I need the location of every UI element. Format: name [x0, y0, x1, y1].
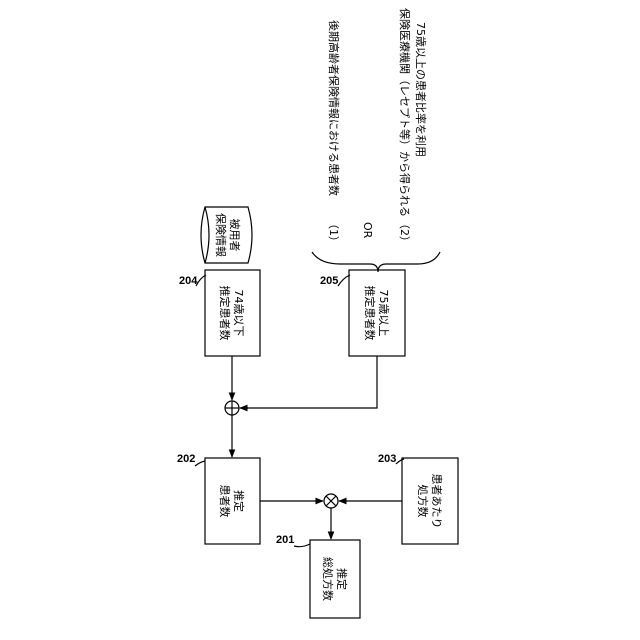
note-option1-num: （1） — [327, 218, 340, 247]
note-option1: 後期高齢者保険情報における患者数 — [327, 20, 341, 196]
note-option2-line2: 75歳以上の患者比率を利用 — [414, 22, 428, 157]
total-prescriptions-line1: 推定 — [335, 568, 349, 590]
note-option1-text: 後期高齢者保険情報における患者数 — [327, 20, 341, 196]
note-or: OR — [361, 222, 374, 239]
insured-info-line2: 保険情報 — [214, 213, 228, 257]
note-option2-line2-text: 75歳以上の患者比率を利用 — [414, 22, 428, 157]
estimated-patients-line1: 推定 — [232, 490, 246, 512]
multiply-operator-icon — [324, 494, 338, 508]
box-over75-estimated-patients — [349, 270, 405, 356]
sum-operator-icon — [225, 401, 239, 415]
ref-205: 205 — [320, 275, 338, 287]
per-patient-line2: 処方数 — [416, 485, 430, 518]
note-option1-number: （1） — [327, 218, 340, 247]
note-option2-number: （2） — [398, 218, 411, 247]
estimated-patients-line2: 患者数 — [218, 485, 231, 518]
insured-info-line1: 被用者 — [228, 219, 241, 252]
per-patient-line1: 患者あたり — [430, 474, 443, 529]
leader-202 — [195, 461, 205, 466]
box-estimated-total-prescriptions — [310, 540, 360, 618]
note-option2-line1-text: 保険医療機関（レセプト等）から得られる — [398, 8, 412, 217]
ref-204: 204 — [179, 275, 198, 287]
box-under74-label: 74歳以下 推定患者数 — [218, 286, 245, 341]
insured-info-label: 被用者 保険情報 — [214, 213, 241, 257]
note-or-text: OR — [361, 222, 374, 239]
under74-line1: 74歳以下 — [232, 290, 245, 337]
ref-201: 201 — [276, 534, 294, 546]
box-over75-label: 75歳以上 推定患者数 — [363, 286, 390, 341]
total-prescriptions-line2: 総処方数 — [321, 557, 335, 601]
box-prescriptions-per-patient — [402, 458, 458, 544]
ref-203: 203 — [378, 453, 396, 465]
leader-205 — [338, 275, 350, 286]
note-option2-line1: 保険医療機関（レセプト等）から得られる — [398, 8, 412, 217]
over75-line1: 75歳以上 — [377, 290, 390, 337]
over75-line2: 推定患者数 — [363, 286, 377, 341]
note-option2-num: （2） — [398, 218, 411, 247]
under74-line2: 推定患者数 — [218, 286, 232, 341]
bracket-brace — [312, 252, 440, 272]
leader-201 — [294, 544, 310, 547]
ref-202: 202 — [177, 453, 195, 465]
arrow-over75-to-sum — [240, 356, 377, 408]
